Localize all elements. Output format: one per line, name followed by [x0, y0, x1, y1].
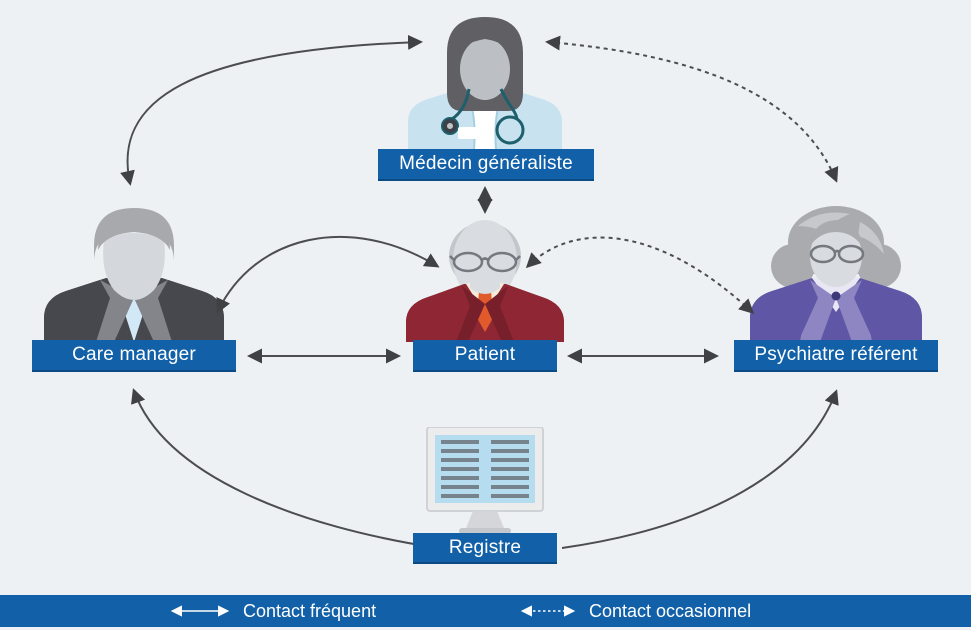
label-medecin-generaliste: Médecin généraliste	[378, 149, 594, 181]
label-medecin-generaliste-text: Médecin généraliste	[399, 153, 573, 174]
label-registre: Registre	[413, 533, 557, 564]
label-care-manager-text: Care manager	[72, 344, 196, 365]
occasional-contact-arrow-icon	[520, 605, 576, 617]
doctor-figure-icon	[398, 17, 572, 151]
arrow-registre-care-manager	[131, 388, 439, 549]
psychiatrist-figure-icon	[740, 204, 932, 342]
arrow-patient-psychiatre-curved	[525, 236, 755, 315]
arrow-care-manager-medecin	[120, 34, 423, 186]
legend-occasionnel-label: Contact occasionnel	[589, 600, 752, 621]
care-manager-figure-icon	[36, 206, 232, 342]
arrow-medecin-psychiatre	[545, 35, 839, 183]
label-care-manager: Care manager	[32, 340, 236, 372]
registry-monitor-icon	[425, 426, 545, 534]
label-patient: Patient	[413, 340, 557, 372]
label-patient-text: Patient	[454, 344, 516, 365]
label-psychiatre-referent-text: Psychiatre référent	[754, 344, 918, 365]
legend-bar: Contact fréquent Contact occasionnel	[0, 595, 971, 627]
label-registre-text: Registre	[448, 536, 522, 558]
legend-item-occasionnel: Contact occasionnel	[516, 595, 751, 627]
arrow-registre-psychiatre	[561, 389, 839, 549]
arrow-care-manager-patient-curved	[216, 235, 440, 314]
legend-item-frequent: Contact fréquent	[166, 595, 376, 627]
label-psychiatre-referent: Psychiatre référent	[734, 340, 938, 372]
frequent-contact-arrow-icon	[170, 605, 230, 617]
legend-frequent-label: Contact fréquent	[243, 600, 377, 621]
